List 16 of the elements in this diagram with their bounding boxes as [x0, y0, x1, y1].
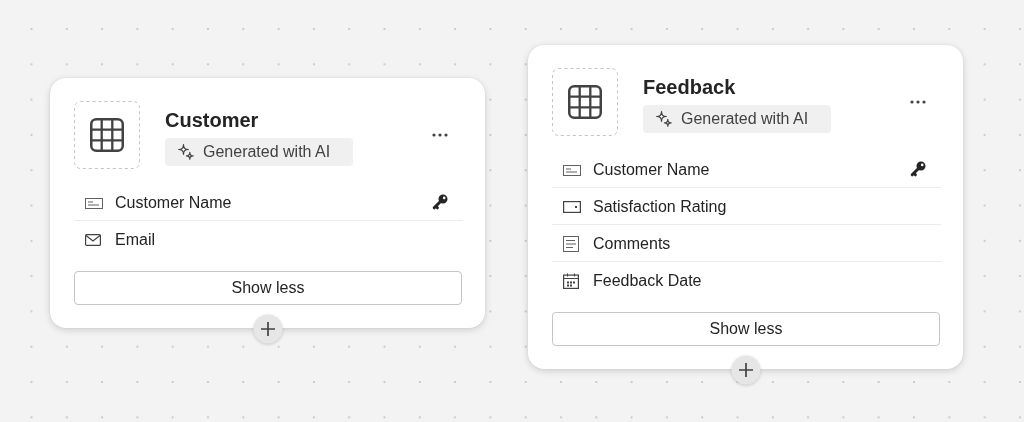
- ai-badge: [643, 105, 831, 133]
- badge-label: Generated with AI: [681, 109, 809, 129]
- show-less-button: Show less: [552, 312, 940, 346]
- table-title: Customer: [165, 108, 259, 132]
- field-name: Customer Name: [593, 160, 710, 180]
- badge-label: Generated with AI: [203, 142, 331, 162]
- field-name: Email: [115, 230, 155, 250]
- field-name: Customer Name: [115, 193, 232, 213]
- table-card: [528, 45, 963, 369]
- table-title: Feedback: [643, 75, 736, 99]
- ai-badge: [165, 138, 353, 166]
- show-less-button: Show less: [74, 271, 462, 305]
- field-name: Satisfaction Rating: [593, 197, 727, 217]
- field-name: Feedback Date: [593, 271, 702, 291]
- field-name: Comments: [593, 234, 671, 254]
- table-card: [50, 78, 485, 328]
